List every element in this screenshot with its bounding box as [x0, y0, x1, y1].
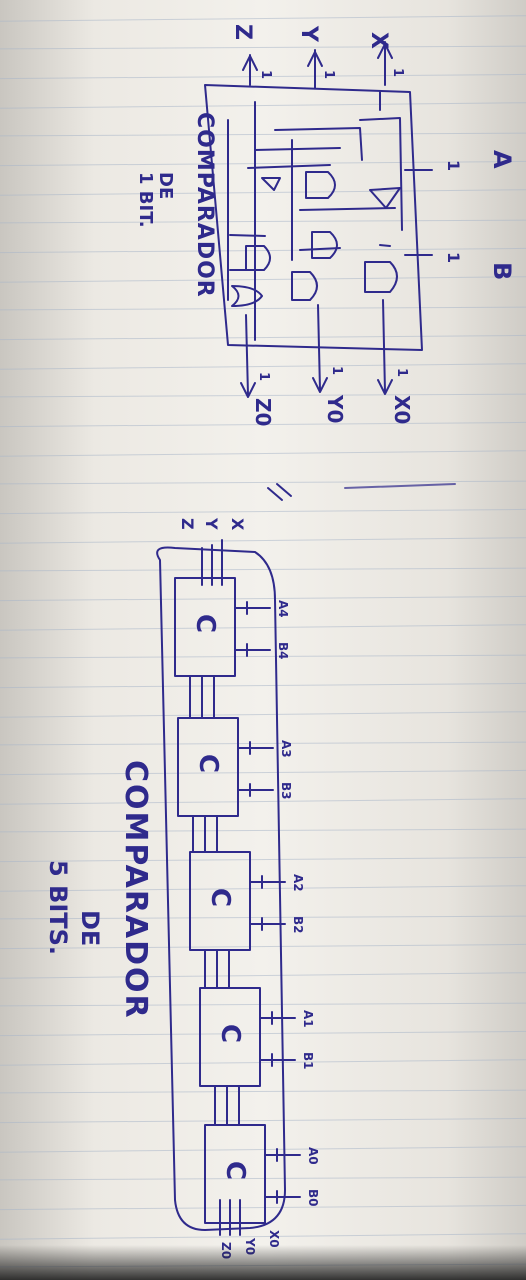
pin-a-label: A1: [301, 1010, 315, 1028]
and-gate-icon: [291, 271, 318, 301]
block-outline: [177, 717, 239, 817]
bit-b-label: B: [488, 262, 516, 280]
pin-a-label: A4: [276, 600, 290, 618]
bus-z-label: Z: [178, 518, 197, 530]
bit-a-label: A: [488, 150, 516, 169]
pin-a: [234, 601, 271, 615]
bus-x-label: X: [228, 518, 247, 531]
pin-b: [264, 1190, 301, 1204]
block-bus: [192, 815, 218, 853]
labels: X Y Z 1 1 1 A B 1 1 X0 Y0 Z0 1 1 1 COMPA…: [44, 24, 516, 1259]
five-bit-title-line3: 5 BITS.: [44, 860, 72, 955]
separator-mark: [267, 483, 292, 501]
block-label: C: [205, 888, 235, 907]
logic-gates: [231, 171, 401, 307]
block-label: C: [215, 1024, 245, 1043]
internal-wiring: [227, 117, 403, 301]
input-y-label: Y: [296, 25, 321, 43]
pin-a: [237, 741, 274, 755]
and-gate-icon: [305, 171, 336, 199]
block-outline: [189, 851, 251, 951]
table-edge-shadow: [0, 1245, 526, 1280]
pin-a-label: A3: [279, 740, 293, 758]
bus-y-label: Y: [202, 517, 221, 530]
pin-b-label: B2: [291, 916, 305, 934]
and-gate-icon: [364, 261, 398, 293]
five-bit-title-line1: COMPARADOR: [118, 760, 153, 1020]
pin-a: [249, 875, 286, 889]
output-x0-mark: 1: [394, 368, 409, 377]
input-y-mark: 1: [321, 70, 336, 79]
pin-b: [234, 643, 271, 657]
one-bit-comparator: [204, 41, 433, 398]
input-x-label: X: [366, 32, 391, 49]
pin-b: [249, 917, 286, 931]
output-y0-label: Y0: [323, 394, 347, 423]
bus-output-x0-label: X0: [267, 1230, 281, 1248]
output-arrows: [240, 299, 393, 398]
pin-b-label: B1: [301, 1052, 315, 1070]
one-bit-title-line2: DE: [155, 172, 176, 199]
and-gate-icon: [245, 245, 271, 271]
five-bit-title-line2: DE: [76, 910, 104, 946]
block-label: C: [220, 1161, 250, 1180]
block-outline: [174, 577, 236, 677]
pin-a: [264, 1148, 301, 1162]
separator-line: [344, 483, 456, 489]
pin-a-label: A0: [306, 1147, 320, 1165]
block-outline: [199, 987, 261, 1087]
block-bus: [204, 949, 230, 989]
outer-boundary: [156, 546, 286, 1231]
not-gate-icon: [261, 177, 281, 191]
pin-a-label: A2: [291, 874, 305, 892]
pin-b-label: B4: [276, 642, 290, 660]
comparator-box: [204, 84, 423, 351]
input-z-label: Z: [230, 24, 255, 40]
bit-b-mark: 1: [444, 252, 463, 263]
block-label: C: [190, 614, 220, 633]
and-gate-icon: [311, 231, 338, 259]
block-label: C: [193, 754, 223, 773]
block-outline: [204, 1124, 266, 1224]
output-bus: [219, 1199, 241, 1236]
pin-b-label: B0: [306, 1189, 320, 1207]
output-z0-label: Z0: [251, 398, 275, 426]
not-gate-icon: [369, 187, 401, 209]
pin-b-label: B3: [279, 782, 293, 800]
pin-b: [237, 783, 274, 797]
or-gate-icon: [231, 285, 263, 307]
one-bit-title-line3: 1 BIT.: [135, 172, 156, 228]
one-bit-title-line1: COMPARADOR: [192, 112, 217, 298]
output-z0-mark: 1: [256, 372, 271, 381]
block-bus: [189, 675, 215, 719]
output-x0-label: X0: [390, 395, 414, 424]
output-y0-mark: 1: [329, 366, 344, 375]
input-x-mark: 1: [390, 68, 405, 77]
pin-b: [259, 1053, 296, 1067]
bit-input-pins: [404, 169, 433, 256]
pin-a: [259, 1011, 296, 1025]
input-z-mark: 1: [258, 70, 273, 79]
input-arrows: [242, 41, 393, 341]
block-bus: [214, 1085, 240, 1126]
bit-a-mark: 1: [444, 160, 463, 171]
